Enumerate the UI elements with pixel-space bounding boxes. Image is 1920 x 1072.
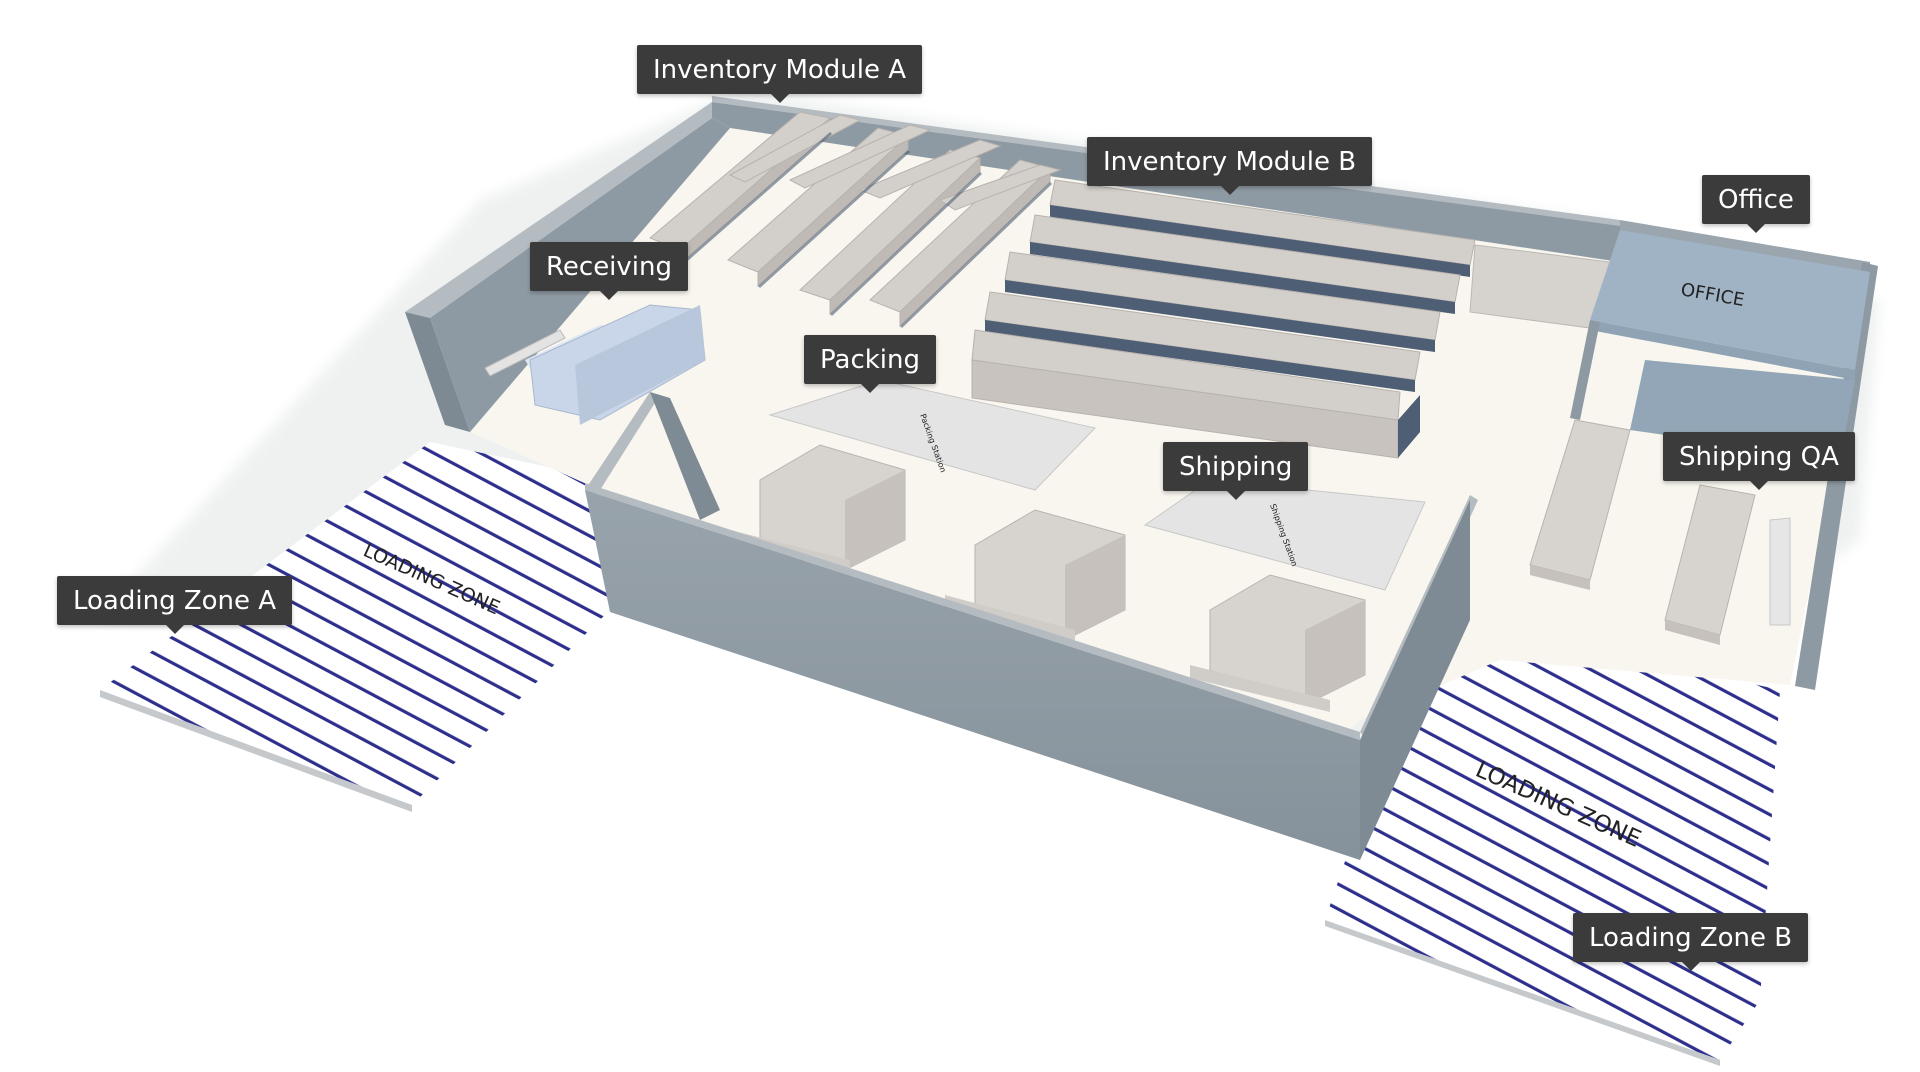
zone-label-receiving[interactable]: Receiving — [530, 242, 689, 300]
zone-label-inventory-module-a[interactable]: Inventory Module A — [637, 45, 923, 103]
zone-label-shipping[interactable]: Shipping — [1163, 442, 1309, 500]
loading-zone-a-area: LOADING ZONE — [100, 442, 610, 812]
front-wall — [585, 392, 1478, 860]
zone-label-loading-zone-b[interactable]: Loading Zone B — [1573, 913, 1809, 971]
shipping-station: Shipping Station — [1143, 479, 1426, 591]
pallet-stacks — [730, 419, 1791, 712]
receiving-area — [484, 304, 706, 425]
zone-label-inventory-module-b[interactable]: Inventory Module B — [1087, 137, 1373, 195]
inventory-module-b-racks — [971, 179, 1611, 459]
zone-label-packing[interactable]: Packing — [804, 335, 937, 393]
zone-label-office[interactable]: Office — [1702, 175, 1810, 233]
zone-label-shipping-qa[interactable]: Shipping QA — [1663, 432, 1855, 490]
zone-label-loading-zone-a[interactable]: Loading Zone A — [57, 576, 293, 634]
